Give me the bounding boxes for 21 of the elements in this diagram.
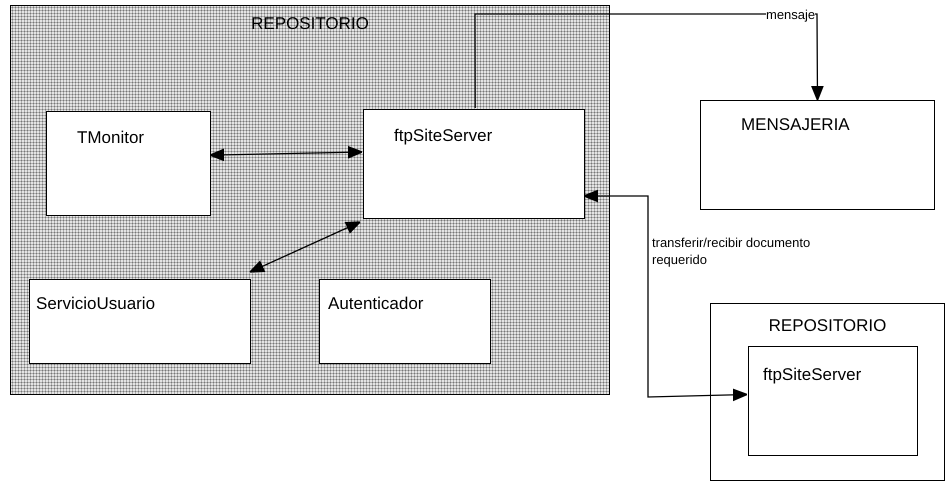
- node-label: ServicioUsuario: [36, 294, 156, 314]
- process-box: [29, 279, 251, 364]
- process-box: [748, 346, 918, 456]
- group-box: [10, 5, 610, 395]
- group-title: REPOSITORIO: [250, 14, 370, 34]
- node-label: Autenticador: [328, 294, 424, 314]
- node-label: MENSAJERIA: [741, 115, 850, 135]
- group-title: REPOSITORIO: [768, 316, 888, 336]
- process-box: [46, 111, 211, 216]
- process-box: [363, 109, 585, 219]
- node-label: ftpSiteServer: [763, 365, 862, 385]
- node-label: TMonitor: [77, 128, 144, 148]
- edge-label: transferir/recibir documento requerido: [652, 234, 812, 268]
- arrow: [583, 190, 748, 402]
- node-label: ftpSiteServer: [394, 126, 492, 146]
- group-box: [710, 303, 945, 481]
- process-box: [319, 279, 491, 364]
- arrow: [249, 221, 361, 273]
- arrow: [209, 146, 363, 162]
- arrow: [474, 13, 824, 108]
- process-box: [700, 100, 935, 210]
